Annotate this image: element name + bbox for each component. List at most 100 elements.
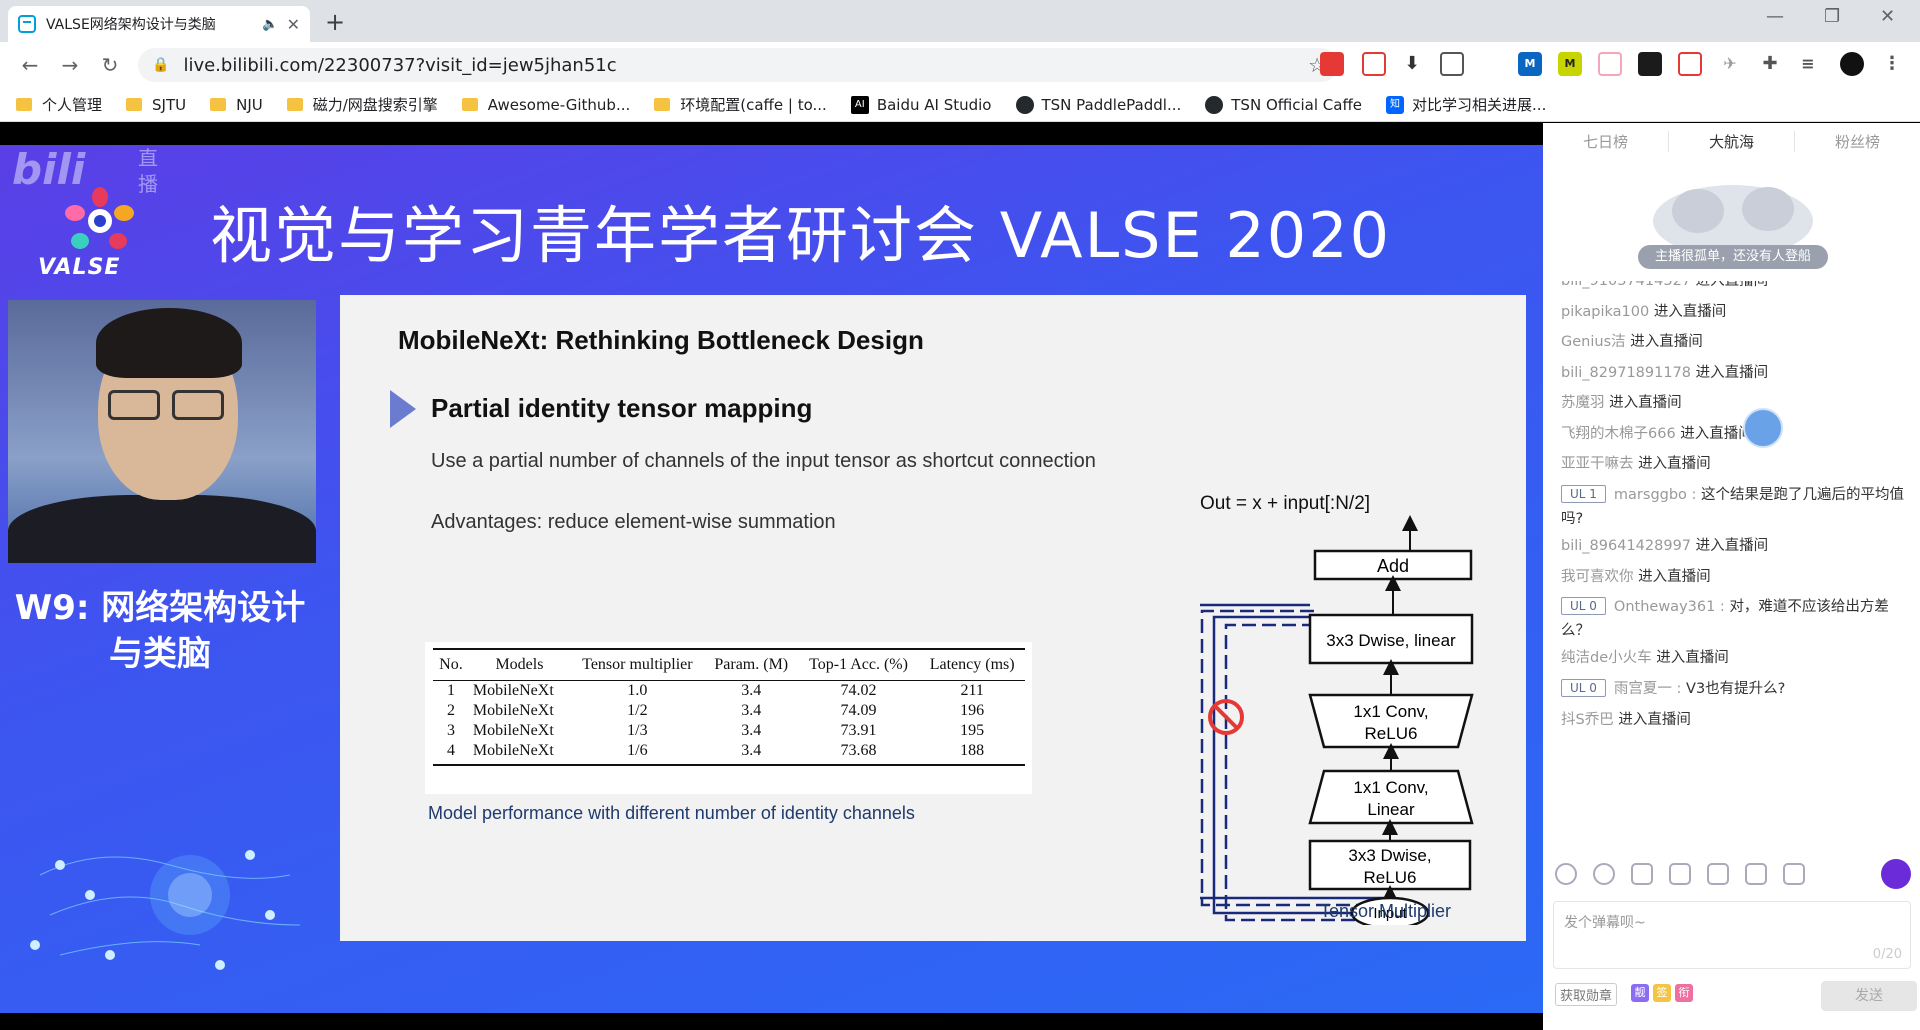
chat-username[interactable]: 我可喜欢你 xyxy=(1561,569,1634,585)
chat-text: 进入直播间 xyxy=(1695,281,1769,289)
conv-linear-block-line1: 1x1 Conv, xyxy=(1353,778,1428,797)
bookmark-item[interactable]: SJTU xyxy=(126,96,186,114)
conv-relu-block-line2: ReLU6 xyxy=(1365,724,1418,743)
get-medal-button[interactable]: 获取勋章 xyxy=(1555,983,1618,1006)
diagram-out-label: Out = x + input[:N/2] xyxy=(1200,493,1370,514)
back-icon[interactable]: ← xyxy=(21,53,39,77)
danmu-input[interactable]: 发个弹幕呗~ 0/20 xyxy=(1553,901,1911,969)
bookmark-item[interactable]: TSN PaddlePaddl... xyxy=(1015,95,1182,114)
screen-share-icon[interactable] xyxy=(1707,863,1729,885)
minimize-icon[interactable]: — xyxy=(1766,6,1784,27)
live-video-player[interactable]: bili 直播 VALSE 视觉与学习青年学者研讨会 VALSE 2020 W9… xyxy=(0,123,1543,1013)
download-icon[interactable]: ⬇ xyxy=(1400,52,1424,76)
extension-icon[interactable] xyxy=(1320,52,1344,76)
table-header: Param. (M) xyxy=(704,648,798,681)
speaker-icon[interactable]: 🔈 xyxy=(262,16,279,32)
settings-icon[interactable] xyxy=(1783,863,1805,885)
chat-username[interactable]: 纯洁de小火车 xyxy=(1561,650,1652,666)
address-bar[interactable]: 🔒 live.bilibili.com/22300737?visit_id=je… xyxy=(138,48,1338,82)
char-counter: 0/20 xyxy=(1872,947,1902,962)
chat-username[interactable]: 亚亚干嘛去 xyxy=(1561,456,1634,472)
chat-username[interactable]: bili_91037414327 xyxy=(1561,281,1692,289)
table-cell: 3.4 xyxy=(704,741,798,766)
table-cell: 188 xyxy=(919,741,1025,766)
chat-text: 进入直播间 xyxy=(1695,538,1769,554)
folder-icon xyxy=(126,98,143,111)
folder-icon xyxy=(654,98,671,111)
extension-icon[interactable] xyxy=(1678,52,1702,76)
folder-icon xyxy=(210,98,227,111)
chat-text: 进入直播间 xyxy=(1630,334,1703,350)
badge-icon[interactable]: 签 xyxy=(1653,984,1671,1002)
folder-icon xyxy=(461,98,478,111)
bookmark-item[interactable]: 环境配置(caffe | to... xyxy=(654,94,827,115)
rank-tabs: 七日榜 大航海 粉丝榜 xyxy=(1543,123,1920,159)
chat-username[interactable]: Genius洁 xyxy=(1561,334,1626,350)
lock-icon[interactable]: 🔒 xyxy=(152,57,170,73)
tab-fans-rank[interactable]: 粉丝榜 xyxy=(1834,132,1880,151)
badge-icon[interactable]: 衔 xyxy=(1675,984,1693,1002)
bookmark-item[interactable]: NJU xyxy=(210,96,263,114)
valse-logo-icon xyxy=(65,187,134,249)
extension-icon[interactable]: M xyxy=(1518,52,1542,76)
menu-icon[interactable]: ⋮ xyxy=(1880,52,1904,76)
new-tab-button[interactable]: + xyxy=(325,8,346,36)
palette-icon[interactable] xyxy=(1593,863,1615,885)
edit-icon[interactable] xyxy=(1745,863,1767,885)
chat-text: 进入直播间 xyxy=(1680,426,1753,442)
presentation-slide: MobileNeXt: Rethinking Bottleneck Design… xyxy=(340,295,1526,941)
danmu-toggle-icon[interactable] xyxy=(1881,859,1911,889)
extension-icon[interactable] xyxy=(1480,52,1504,76)
table-cell: 73.91 xyxy=(840,722,877,739)
chat-username[interactable]: marsggbo xyxy=(1613,487,1687,503)
chat-username[interactable]: pikapika100 xyxy=(1561,304,1650,320)
extension-icon[interactable] xyxy=(1638,52,1662,76)
dwise-relu-block-line2: ReLU6 xyxy=(1364,868,1417,887)
bookmark-item[interactable]: 磁力/网盘搜索引擎 xyxy=(286,94,438,115)
puzzle-icon[interactable]: ✚ xyxy=(1758,52,1782,76)
bookmark-item[interactable]: 个人管理 xyxy=(16,94,102,115)
media-icon[interactable]: ≡ xyxy=(1796,52,1820,76)
bookmark-label: TSN Official Caffe xyxy=(1231,95,1363,114)
badge-icon[interactable]: 靓 xyxy=(1631,984,1649,1002)
chat-username[interactable]: Ontheway361 xyxy=(1613,599,1716,615)
bookmark-label: 对比学习相关进展... xyxy=(1412,96,1547,114)
screen-icon[interactable] xyxy=(1669,863,1691,885)
chat-username[interactable]: 雨宫夏一 xyxy=(1613,681,1672,697)
send-button[interactable]: 发送 xyxy=(1821,981,1917,1011)
maximize-icon[interactable]: ❐ xyxy=(1824,6,1841,27)
extension-icon[interactable]: M xyxy=(1558,52,1582,76)
chat-username[interactable]: bili_89641428997 xyxy=(1561,538,1692,554)
chat-username[interactable]: bili_82971891178 xyxy=(1561,365,1692,381)
chat-username[interactable]: 苏魔羽 xyxy=(1561,395,1605,411)
bilibili-watermark: bili xyxy=(12,145,86,194)
table-header: No. xyxy=(433,648,469,681)
chat-text: 进入直播间 xyxy=(1638,456,1711,472)
bookmark-item[interactable]: Awesome-Github... xyxy=(461,96,630,114)
bookmark-label: TSN PaddlePaddl... xyxy=(1041,95,1182,114)
bookmark-item[interactable]: 知对比学习相关进展... xyxy=(1386,94,1546,115)
tab-seven-day-rank[interactable]: 七日榜 xyxy=(1543,130,1669,152)
extension-icon[interactable] xyxy=(1440,52,1464,76)
tab-guard[interactable]: 大航海 xyxy=(1669,130,1795,152)
chat-username[interactable]: 飞翔的木棉子666 xyxy=(1561,426,1676,442)
bookmark-label: NJU xyxy=(236,95,263,114)
forward-icon[interactable]: → xyxy=(61,53,79,77)
avatar-icon[interactable] xyxy=(1840,52,1864,76)
effect-icon[interactable] xyxy=(1631,863,1653,885)
browser-tab[interactable]: VALSE网络架构设计与类脑 🔈 ✕ xyxy=(8,6,310,42)
window-close-icon[interactable]: ✕ xyxy=(1880,6,1896,27)
extension-icon[interactable] xyxy=(1362,52,1386,76)
emoji-icon[interactable] xyxy=(1555,863,1577,885)
extension-icon[interactable] xyxy=(1598,52,1622,76)
extension-icon[interactable]: ✈ xyxy=(1718,52,1742,76)
chat-text: 这个结果是跑了几遍后的平均值吗? xyxy=(1561,487,1905,527)
chat-username[interactable]: 抖S乔巴 xyxy=(1561,712,1614,728)
bookmark-item[interactable]: TSN Official Caffe xyxy=(1205,95,1363,114)
reload-icon[interactable]: ↻ xyxy=(101,53,119,77)
tab-close-icon[interactable]: ✕ xyxy=(286,14,300,34)
